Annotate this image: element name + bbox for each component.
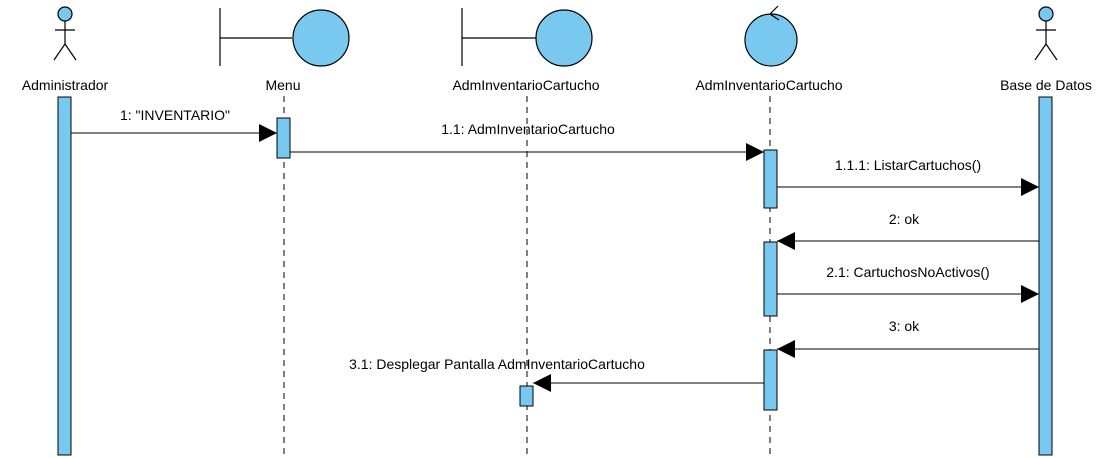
- participant-administrador[interactable]: Administrador: [22, 6, 109, 456]
- message-label: 2: ok: [889, 211, 920, 227]
- activation-bar: [276, 117, 291, 159]
- participant-label: Base de Datos: [1000, 77, 1092, 93]
- participant-label: AdmInventarioCartucho: [452, 77, 599, 93]
- activation-bar: [519, 385, 534, 407]
- participant-adm-inventario-cartucho-boundary[interactable]: AdmInventarioCartucho: [452, 8, 600, 455]
- message-2[interactable]: 2: ok: [777, 211, 1039, 250]
- control-icon: [744, 5, 798, 67]
- message-3[interactable]: 3: ok: [777, 318, 1039, 358]
- message-label: 1.1: AdmInventarioCartucho: [441, 121, 615, 137]
- participant-label: AdmInventarioCartucho: [695, 77, 842, 93]
- participant-label: Administrador: [22, 77, 109, 93]
- activation-bar: [763, 241, 778, 317]
- message-label: 1: "INVENTARIO": [120, 107, 230, 123]
- participant-label: Menu: [265, 77, 300, 93]
- actor-icon: [53, 6, 77, 61]
- message-label: 3.1: Desplegar Pantalla AdmInventarioCar…: [349, 356, 645, 372]
- boundary-icon: [461, 8, 593, 67]
- activation-bar: [763, 149, 778, 209]
- participant-base-de-datos[interactable]: Base de Datos: [1000, 6, 1092, 456]
- message-1-1[interactable]: 1.1: AdmInventarioCartucho: [290, 121, 764, 161]
- message-label: 3: ok: [889, 318, 920, 334]
- message-1[interactable]: 1: "INVENTARIO": [71, 107, 277, 142]
- participant-adm-inventario-cartucho-control[interactable]: AdmInventarioCartucho: [695, 5, 843, 455]
- boundary-icon: [219, 8, 350, 67]
- message-2-1[interactable]: 2.1: CartuchosNoActivos(): [777, 264, 1039, 303]
- activation-bar: [763, 349, 778, 411]
- message-1-1-1[interactable]: 1.1.1: ListarCartuchos(): [777, 157, 1039, 196]
- message-label: 1.1.1: ListarCartuchos(): [835, 157, 981, 173]
- actor-icon: [1034, 6, 1058, 61]
- participant-menu[interactable]: Menu: [219, 8, 350, 455]
- activation-bar: [1038, 96, 1053, 456]
- activation-bar: [57, 96, 72, 456]
- message-label: 2.1: CartuchosNoActivos(): [826, 264, 989, 280]
- message-3-1[interactable]: 3.1: Desplegar Pantalla AdmInventarioCar…: [349, 356, 764, 392]
